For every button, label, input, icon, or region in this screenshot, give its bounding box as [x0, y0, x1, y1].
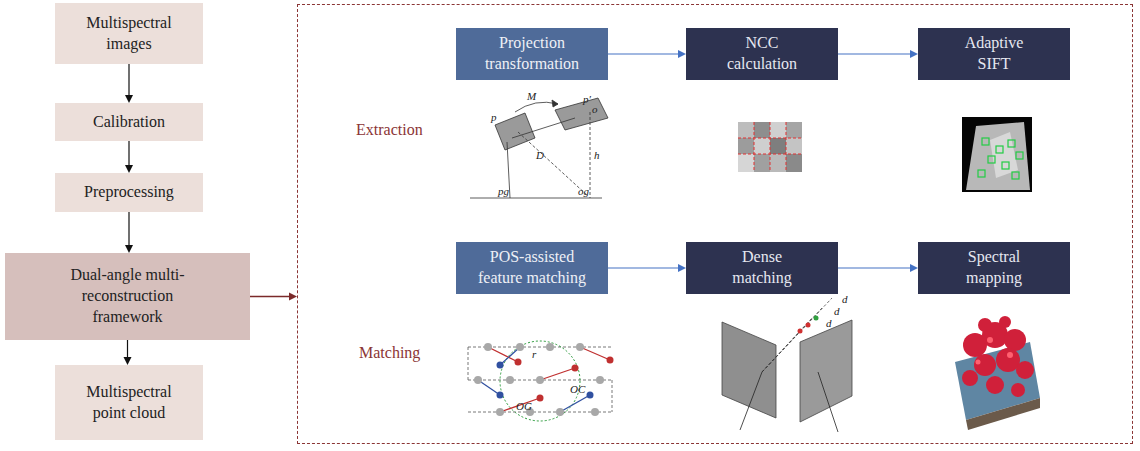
arrow-head	[125, 95, 133, 103]
figure-symbol: h	[594, 150, 600, 161]
box-text: Calibration	[93, 112, 165, 133]
flow-arrow	[608, 264, 686, 272]
figure-symbol: OG	[516, 401, 532, 412]
arrow-head	[125, 245, 133, 253]
box-text: Dual-angle multi-reconstruction framewor…	[53, 265, 203, 327]
box-text: POS-assisted feature matching	[467, 247, 597, 289]
projection-figure	[470, 98, 608, 198]
box-text: Adaptive SIFT	[954, 33, 1034, 75]
figure-symbol: o	[592, 104, 598, 115]
connector-line	[128, 64, 129, 97]
connector-line	[128, 141, 129, 167]
box-text: Dense matching	[722, 247, 802, 289]
row-label: Extraction	[356, 121, 423, 139]
flow-arrow	[125, 141, 133, 173]
framework-panel: ExtractionMatching Projection transformat…	[297, 4, 1133, 444]
figure-symbol: d	[826, 318, 832, 329]
process-box: Preprocessing	[55, 173, 203, 212]
pos-graph	[468, 341, 614, 421]
flow-arrow	[124, 340, 132, 365]
arrow-head	[678, 50, 686, 58]
connector-line	[608, 53, 680, 54]
figure-symbol: p′	[583, 94, 591, 105]
figure-symbol: pg	[498, 186, 509, 197]
flow-arrow	[125, 212, 133, 253]
input-box: Multispectral images	[55, 3, 203, 64]
row-label: Matching	[359, 344, 420, 362]
box-text: Projection transformation	[472, 33, 592, 75]
figure-symbol: OC	[570, 384, 585, 395]
sift-image	[962, 117, 1032, 192]
figure-symbol: M	[527, 91, 536, 102]
step-box: Spectral mapping	[918, 242, 1070, 294]
framework-box: Dual-angle multi-reconstruction framewor…	[5, 253, 250, 340]
flow-arrow	[838, 50, 918, 58]
step-box: Dense matching	[686, 242, 838, 294]
figure-symbol: r	[532, 349, 536, 360]
arrow-head	[910, 264, 918, 272]
box-text: NCC calculation	[717, 33, 807, 75]
figure-symbol: d	[842, 294, 848, 305]
arrow-head	[125, 165, 133, 173]
box-text: Spectral mapping	[954, 247, 1034, 289]
box-text: Multispectral images	[74, 13, 184, 55]
arrow-head	[678, 264, 686, 272]
flow-arrow	[608, 50, 686, 58]
figure-symbol: d	[834, 306, 840, 317]
process-box: Calibration	[55, 103, 203, 141]
arrow-head	[910, 50, 918, 58]
connector-line	[838, 53, 912, 54]
figure-symbol: og	[578, 186, 589, 197]
connector-line	[127, 340, 128, 359]
output-box: Multispectral point cloud	[55, 365, 203, 440]
point-cloud	[955, 316, 1040, 430]
step-box: Adaptive SIFT	[918, 28, 1070, 80]
step-box: POS-assisted feature matching	[456, 242, 608, 294]
ncc-patch	[738, 122, 802, 172]
arrow-head	[289, 293, 297, 301]
step-box: NCC calculation	[686, 28, 838, 80]
connector-line	[608, 267, 680, 268]
box-text: Preprocessing	[84, 182, 174, 203]
box-text: Multispectral point cloud	[74, 382, 184, 424]
connector-line	[838, 267, 912, 268]
connector-line	[250, 296, 291, 298]
connector-line	[128, 212, 129, 247]
figure-symbol: p	[491, 112, 497, 123]
flow-arrow	[250, 293, 297, 301]
step-box: Projection transformation	[456, 28, 608, 80]
arrow-head	[124, 357, 132, 365]
figure-symbol: D	[536, 150, 544, 161]
flow-arrow	[125, 64, 133, 103]
flow-arrow	[838, 264, 918, 272]
dense-figure	[722, 298, 852, 432]
